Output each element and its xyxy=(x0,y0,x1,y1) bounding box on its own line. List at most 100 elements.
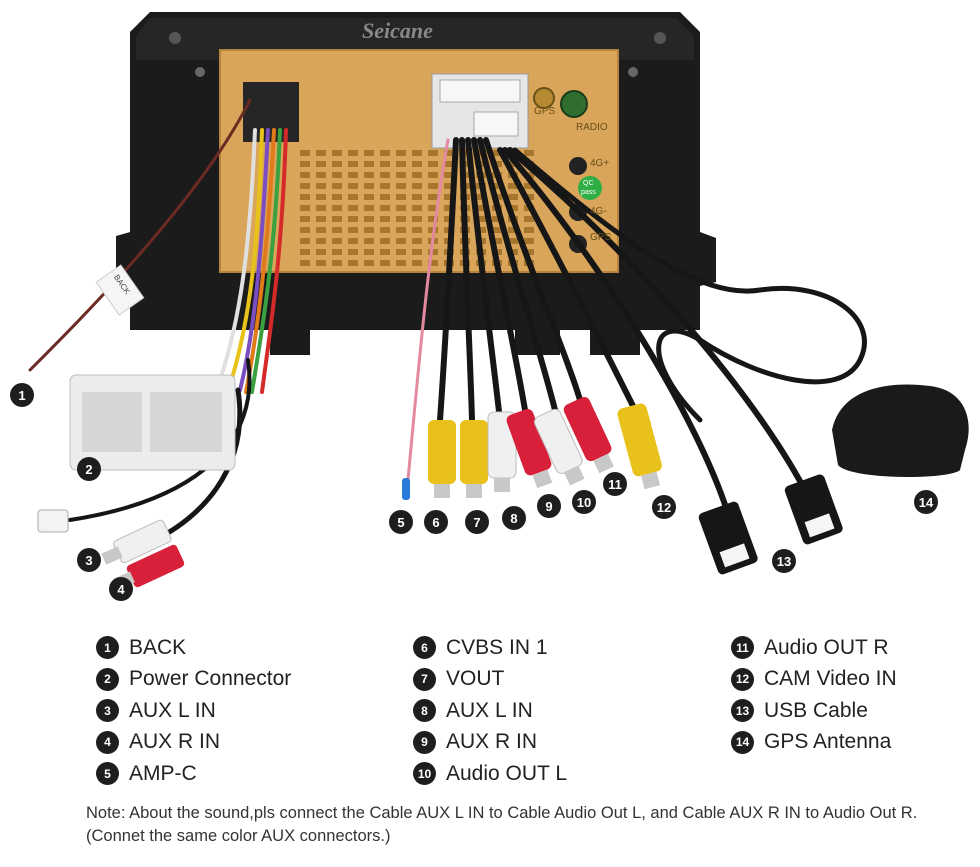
vent-slot xyxy=(364,260,374,266)
rca-tip xyxy=(494,478,510,492)
vent-slot xyxy=(444,183,454,189)
vent-slot xyxy=(396,172,406,178)
vent-slot xyxy=(332,260,342,266)
vent-slot xyxy=(364,249,374,255)
legend-number: 12 xyxy=(731,667,754,691)
radio-port-icon xyxy=(560,90,588,118)
legend-label: VOUT xyxy=(446,667,505,691)
vent-slot xyxy=(332,205,342,211)
callout-7: 7 xyxy=(465,510,489,534)
vent-slot xyxy=(508,238,518,244)
vent-slot xyxy=(332,183,342,189)
vent-slot xyxy=(348,194,358,200)
screw-icon xyxy=(169,32,181,44)
vent-slot xyxy=(300,161,310,167)
vent-slot xyxy=(396,161,406,167)
4g-minus-label: 4G- xyxy=(590,206,607,217)
vent-slot xyxy=(332,172,342,178)
gps-antenna xyxy=(832,384,969,477)
vent-slot xyxy=(332,227,342,233)
legend-number: 5 xyxy=(96,762,119,786)
pass-label: pass xyxy=(581,189,596,196)
legend-number: 13 xyxy=(731,699,754,723)
callout-13: 13 xyxy=(772,549,796,573)
legend-number: 10 xyxy=(413,762,436,786)
connector-row xyxy=(473,111,519,137)
rca-connectors xyxy=(101,397,662,590)
rca-cable xyxy=(471,137,528,413)
vent-slot xyxy=(476,205,486,211)
legend-number: 9 xyxy=(413,730,436,754)
vent-slot xyxy=(300,227,310,233)
vent-slot xyxy=(332,216,342,222)
legend-number: 3 xyxy=(96,699,119,723)
vent-slot xyxy=(364,205,374,211)
vent-slot xyxy=(348,205,358,211)
callout-2: 2 xyxy=(77,457,101,481)
vent-slot xyxy=(316,238,326,244)
legend-label: CAM Video IN xyxy=(764,667,897,691)
rca-cvbs-in-1 xyxy=(428,420,456,484)
usb-cable xyxy=(502,147,733,523)
vent-slot xyxy=(524,194,534,200)
vent-slot xyxy=(364,183,374,189)
vent-slot xyxy=(428,172,438,178)
power-socket xyxy=(243,82,299,142)
vent-slot xyxy=(380,238,390,244)
cable-bundle xyxy=(28,98,867,548)
rca-cable xyxy=(465,137,503,423)
vent-slot xyxy=(412,161,422,167)
vent-slot xyxy=(300,172,310,178)
cam-cable xyxy=(497,147,638,413)
vent-slot xyxy=(332,249,342,255)
vent-slot xyxy=(364,194,374,200)
vent-slot xyxy=(492,150,502,156)
screw-icon xyxy=(654,32,666,44)
brand-logo: Seicane xyxy=(362,18,433,43)
legend-item: 10 Audio OUT L xyxy=(413,758,567,790)
vent-slot xyxy=(412,227,422,233)
vent-slot xyxy=(524,227,534,233)
vent-slot xyxy=(412,183,422,189)
legend-label: Audio OUT L xyxy=(446,761,568,785)
usb-port-icon xyxy=(698,501,758,575)
vent-slot xyxy=(348,183,358,189)
note-text: Note: About the sound,pls connect the Ca… xyxy=(86,804,918,845)
vent-slot xyxy=(508,205,518,211)
power-wire xyxy=(218,128,257,382)
rca-cable xyxy=(437,137,459,423)
vent-slot xyxy=(332,161,342,167)
power-connector xyxy=(69,374,236,471)
power-connector-cavity xyxy=(82,392,142,452)
back-tag xyxy=(95,264,145,316)
vent-slot xyxy=(364,238,374,244)
vent-slot xyxy=(380,227,390,233)
vent-slot xyxy=(524,238,534,244)
amp-c-wire xyxy=(406,138,450,482)
rca-cable xyxy=(483,137,583,403)
vent-slot xyxy=(364,161,374,167)
usb-cable xyxy=(507,147,813,503)
vent-slot xyxy=(396,194,406,200)
vent-slot xyxy=(396,205,406,211)
vent-slot xyxy=(428,205,438,211)
vent-slot xyxy=(300,260,310,266)
amp-c-tip xyxy=(402,478,410,500)
vent-slot xyxy=(444,150,454,156)
callout-9: 9 xyxy=(537,494,561,518)
vent-slot xyxy=(300,205,310,211)
legend-number: 2 xyxy=(96,667,119,691)
power-wire xyxy=(250,128,282,394)
vent-slot xyxy=(396,238,406,244)
vent-slot xyxy=(492,216,502,222)
legend-number: 6 xyxy=(413,636,436,660)
vent-slot xyxy=(316,249,326,255)
legend-number: 14 xyxy=(731,730,754,754)
legend-number: 1 xyxy=(96,636,119,660)
vent-slot xyxy=(428,183,438,189)
